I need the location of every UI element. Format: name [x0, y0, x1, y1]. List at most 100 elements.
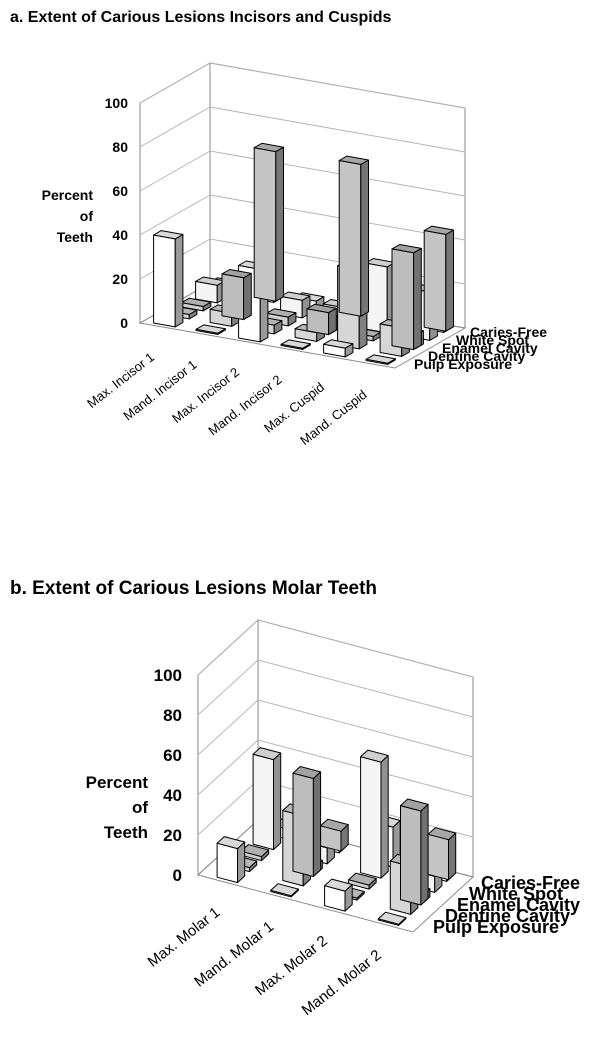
y-tick-label: 60: [112, 183, 128, 199]
bar-top: [216, 836, 246, 850]
bar-side: [273, 752, 282, 851]
side-wall: [197, 618, 259, 877]
series-label: White Spot: [456, 332, 529, 348]
bar-overlay: [253, 142, 284, 302]
bar-side: [420, 803, 429, 906]
bar-white-spot: [360, 749, 389, 879]
bar-enamel-cavity: [181, 297, 212, 312]
bar-top: [400, 798, 429, 812]
bar-pulp-exposure: [195, 324, 226, 335]
y-tick-label: 80: [163, 706, 182, 725]
bar-pulp-exposure: [153, 230, 184, 328]
series-label: Dentine Cavity: [428, 348, 525, 364]
bar-front: [292, 772, 314, 877]
bar-side: [275, 146, 284, 302]
series-label: Enamel Cavity: [457, 895, 580, 915]
gridline: [197, 739, 474, 798]
y-axis-label: of: [80, 208, 94, 224]
bar-front: [427, 833, 449, 881]
series-label: Enamel Cavity: [442, 340, 538, 356]
bar-side: [413, 247, 422, 351]
chart-panel-a: a. Extent of Carious Lesions Incisors an…: [10, 9, 547, 448]
y-tick-label: 0: [173, 866, 182, 885]
bar-top: [280, 291, 311, 301]
bar-overlay: [292, 766, 322, 877]
bar-pulp-exposure: [324, 878, 353, 912]
y-tick-label: 100: [105, 95, 129, 111]
bar-front: [306, 308, 330, 336]
bar-white-spot: [252, 747, 282, 851]
bar-overlay: [306, 303, 337, 336]
y-tick-label: 60: [163, 746, 182, 765]
gridline: [139, 194, 466, 241]
series-label: White Spot: [469, 884, 563, 904]
series-label: Caries-Free: [481, 873, 580, 893]
y-axis-label: of: [132, 798, 148, 817]
y-tick-label: 80: [112, 139, 128, 155]
bar-overlay: [427, 827, 457, 881]
bar-front: [252, 753, 274, 851]
bar-overlay: [338, 155, 369, 317]
series-label: Pulp Exposure: [414, 356, 512, 372]
chart-title: b. Extent of Carious Lesions Molar Teeth: [10, 578, 378, 599]
y-axis-label: Percent: [86, 773, 149, 792]
chart-panel-b: b. Extent of Carious Lesions Molar Teeth…: [0, 570, 602, 1037]
bar-side: [312, 771, 322, 877]
y-tick-label: 20: [163, 826, 182, 845]
y-axis-label: Teeth: [104, 823, 148, 842]
bar-overlay: [320, 818, 349, 852]
bar-pulp-exposure: [377, 911, 407, 926]
bar-side: [445, 229, 454, 332]
bar-top: [338, 155, 369, 165]
bar-front: [216, 842, 238, 884]
bar-pulp-exposure: [280, 339, 311, 350]
bar-top: [195, 324, 226, 334]
bar-top: [266, 308, 297, 318]
bar-top: [423, 225, 454, 235]
bar-top: [292, 766, 322, 779]
y-tick-label: 20: [112, 271, 128, 287]
bar-white-spot: [195, 276, 226, 304]
bar-overlay: [221, 269, 252, 321]
bar-front: [400, 805, 422, 906]
floor: [196, 819, 475, 933]
bar-top: [320, 818, 349, 832]
y-axis-label: Teeth: [57, 229, 93, 245]
bar-side: [448, 832, 457, 881]
bar-top: [221, 269, 252, 279]
bar-side: [360, 159, 369, 317]
gridline: [197, 619, 474, 678]
chart-title: a. Extent of Carious Lesions Incisors an…: [10, 9, 392, 26]
bar-overlay: [400, 798, 429, 906]
y-tick-label: 0: [120, 315, 128, 331]
bar-side: [380, 755, 389, 879]
series-label: Pulp Exposure: [433, 917, 559, 937]
bar-pulp-exposure: [323, 339, 354, 358]
bar-top: [377, 911, 407, 925]
bar-top: [323, 339, 354, 349]
bar-top: [306, 303, 337, 314]
bar-top: [253, 142, 284, 153]
bar-overlay: [423, 225, 454, 332]
gridline: [139, 62, 466, 109]
bar-top: [181, 297, 212, 307]
y-axis-label: Percent: [42, 187, 94, 203]
gridline: [139, 150, 466, 197]
bar-enamel-cavity: [348, 872, 377, 890]
y-tick-label: 40: [112, 227, 128, 243]
bar-front: [253, 147, 277, 302]
bar-top: [391, 244, 422, 254]
bar-pulp-exposure: [216, 836, 246, 884]
floor: [138, 282, 467, 369]
bar-front: [391, 248, 415, 351]
bar-top: [270, 883, 299, 897]
bar-pulp-exposure: [270, 883, 299, 898]
series-label: Caries-Free: [470, 324, 547, 340]
bar-top: [153, 230, 184, 240]
bar-top: [252, 747, 282, 761]
bar-front: [338, 160, 362, 317]
gridline: [197, 659, 474, 718]
bar-top: [348, 872, 377, 886]
